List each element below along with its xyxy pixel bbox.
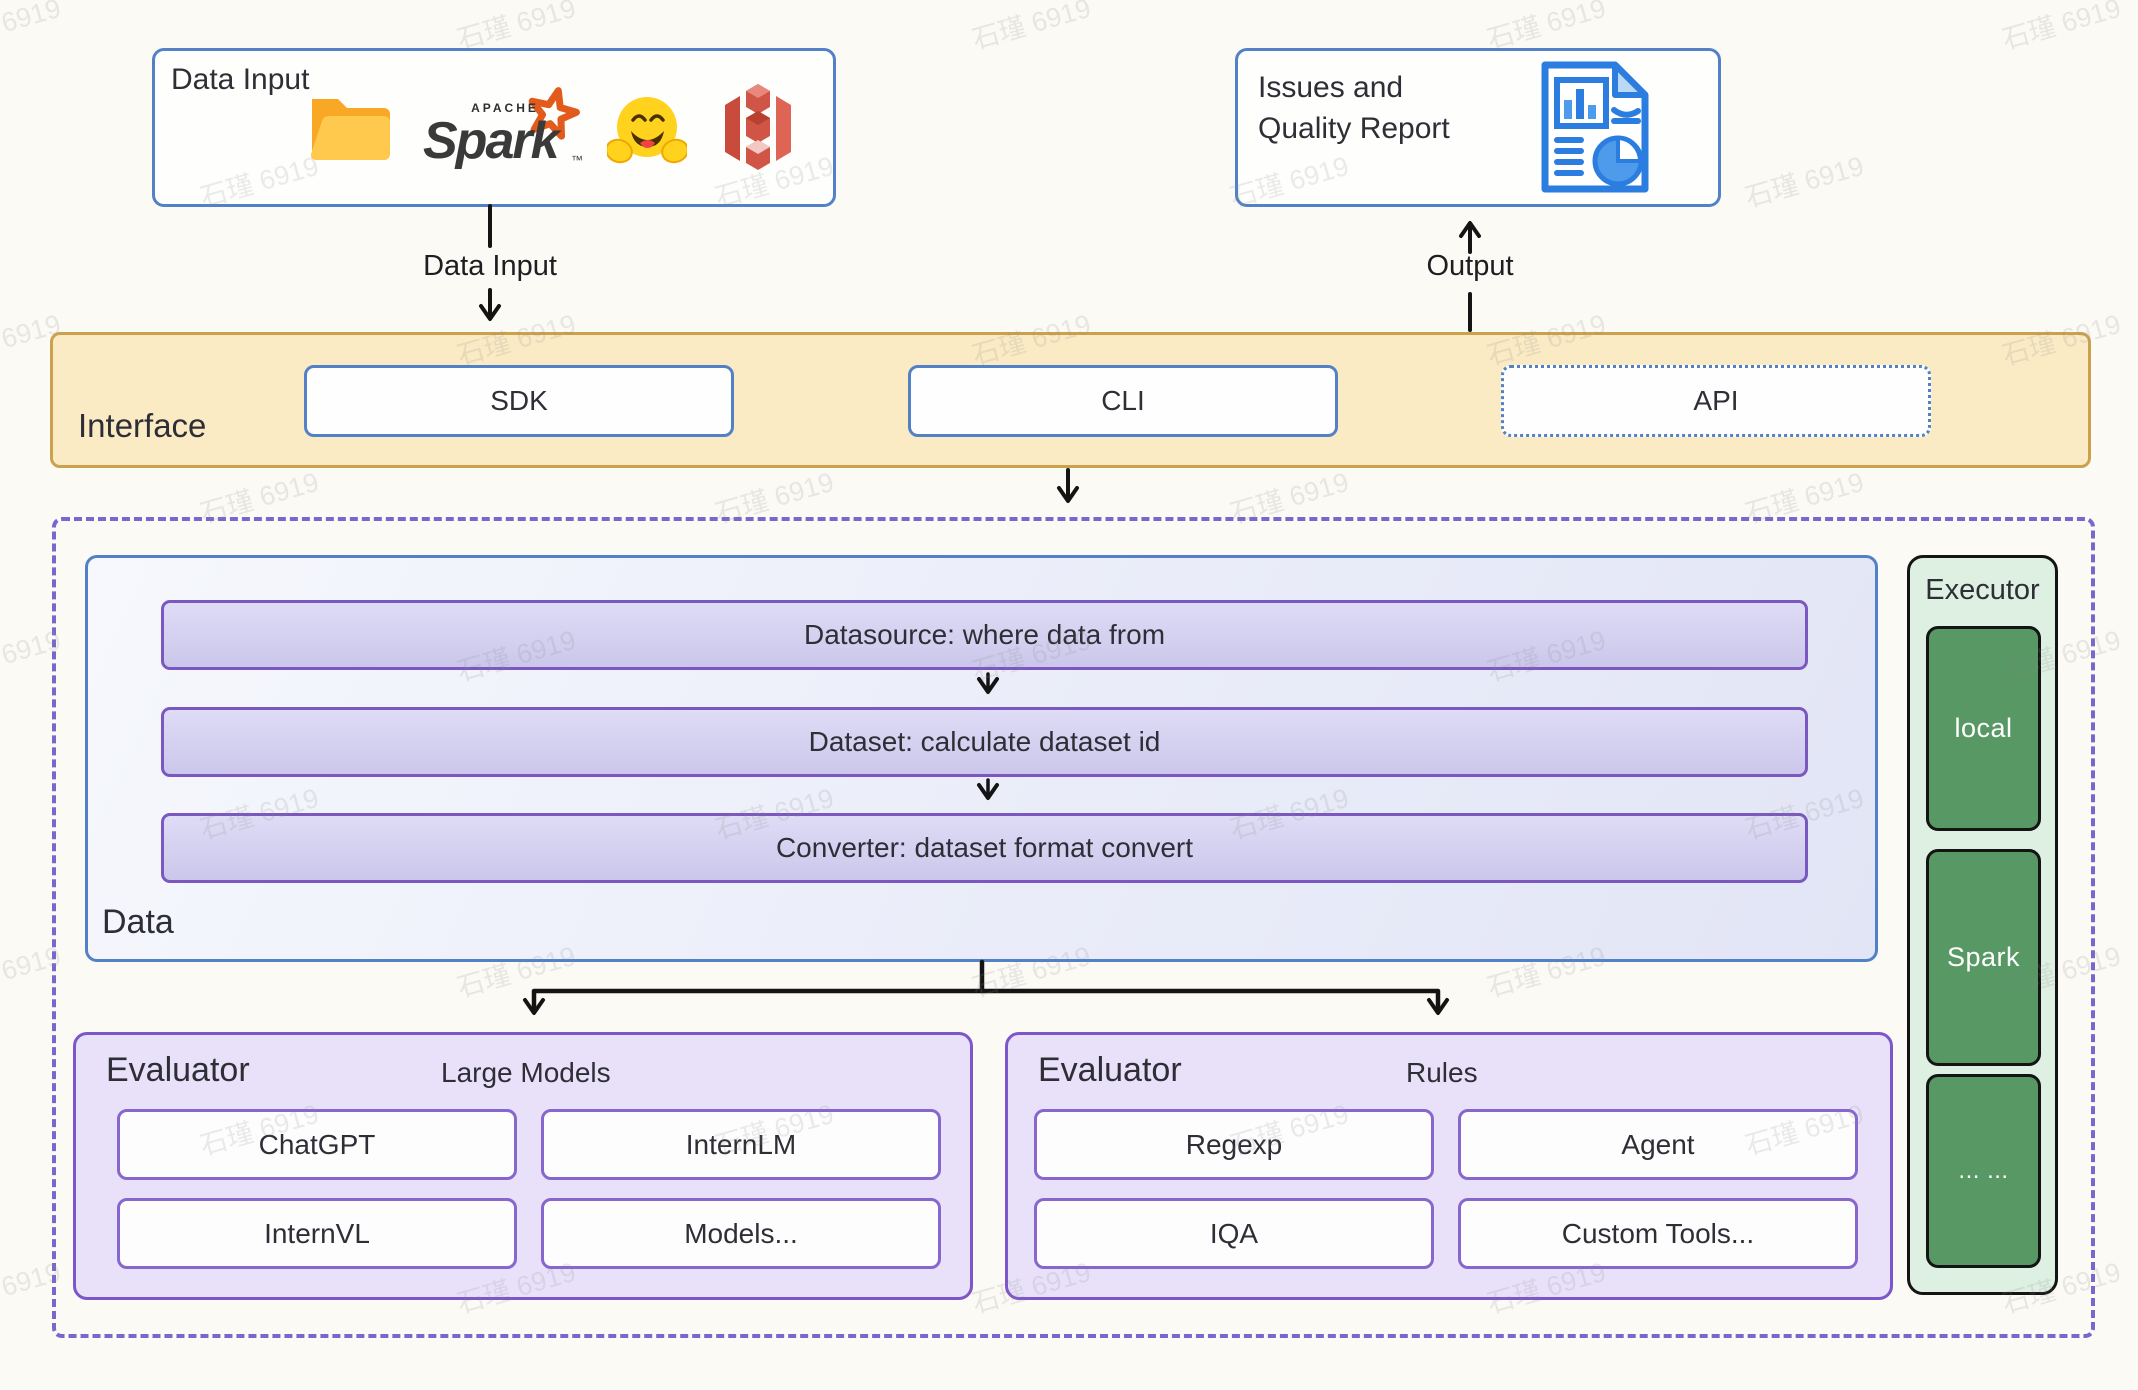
- spark-tm-text: ™: [571, 153, 583, 167]
- evaluator-item-internlm: InternLM: [541, 1109, 941, 1180]
- evaluator-item-regexp: Regexp: [1034, 1109, 1434, 1180]
- core-dashed-container: [52, 517, 2095, 1338]
- evaluator-rules: Evaluator Rules Regexp Agent IQA Custom …: [1005, 1032, 1893, 1300]
- evaluator-item-agent: Agent: [1458, 1109, 1858, 1180]
- hugging-face-icon: [607, 97, 687, 164]
- issues-line2: Quality Report: [1258, 112, 1450, 145]
- issues-report-title: Issues and Quality Report: [1258, 67, 1450, 149]
- spark-logo: APACHE Spark ™: [423, 87, 583, 170]
- evaluator-item-custom-tools: Custom Tools...: [1458, 1198, 1858, 1269]
- evaluator-item-iqa: IQA: [1034, 1198, 1434, 1269]
- data-row-datasource: Datasource: where data from: [161, 600, 1808, 670]
- data-section-label: Data: [102, 903, 174, 941]
- data-section: Datasource: where data from Dataset: cal…: [85, 555, 1878, 962]
- evaluator-item-internvl: InternVL: [117, 1198, 517, 1269]
- interface-bar: Interface SDK CLI API: [50, 332, 2091, 468]
- data-input-icons: APACHE Spark ™: [155, 51, 833, 204]
- executor-item-local: local: [1926, 626, 2041, 831]
- issues-report-box: Issues and Quality Report: [1235, 48, 1721, 207]
- issues-line1: Issues and: [1258, 71, 1404, 104]
- data-input-title: Data Input: [171, 63, 310, 96]
- evaluator-title: Evaluator: [1038, 1051, 1182, 1089]
- spark-apache-text: APACHE: [471, 101, 539, 115]
- executor-item-spark: Spark: [1926, 849, 2041, 1066]
- data-input-box: Data Input APACHE Spark ™: [152, 48, 836, 207]
- evaluator-large-models: Evaluator Large Models ChatGPT InternLM …: [73, 1032, 973, 1300]
- evaluator-subtitle-large-models: Large Models: [441, 1057, 611, 1088]
- evaluator-title: Evaluator: [106, 1051, 250, 1089]
- interface-item-sdk: SDK: [304, 365, 734, 437]
- interface-item-cli: CLI: [908, 365, 1338, 437]
- evaluator-item-chatgpt: ChatGPT: [117, 1109, 517, 1180]
- report-icon: [1541, 61, 1649, 193]
- folder-icon: [310, 99, 390, 161]
- interface-label: Interface: [78, 407, 207, 444]
- evaluator-subtitle-rules: Rules: [1406, 1057, 1478, 1088]
- flow-label-data-input: Data Input: [423, 250, 557, 282]
- flow-label-output: Output: [1426, 250, 1514, 282]
- executor-item-more: ... ...: [1926, 1074, 2041, 1268]
- spark-name-text: Spark: [423, 112, 563, 170]
- data-row-converter: Converter: dataset format convert: [161, 813, 1808, 883]
- data-row-dataset: Dataset: calculate dataset id: [161, 707, 1808, 777]
- interface-item-api: API: [1501, 365, 1931, 437]
- s3-icon: [725, 84, 791, 170]
- executor-panel: Executor local Spark ... ...: [1907, 555, 2058, 1295]
- executor-title: Executor: [1925, 574, 2040, 606]
- evaluator-item-models: Models...: [541, 1198, 941, 1269]
